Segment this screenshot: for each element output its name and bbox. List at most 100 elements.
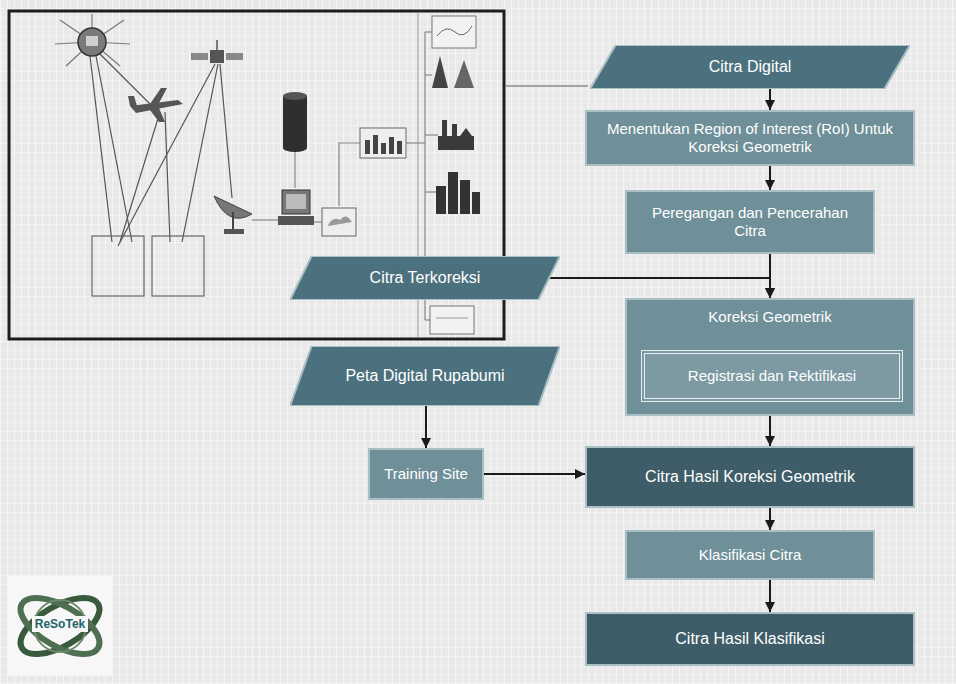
node-text: Training Site <box>384 465 468 483</box>
satellite-icon <box>216 40 218 50</box>
energy-rays <box>220 64 232 198</box>
logo-emblem <box>8 576 112 676</box>
output-icon <box>430 306 474 334</box>
node-text: Registrasi dan Rektifikasi <box>688 367 856 385</box>
factory-icon <box>442 120 447 136</box>
energy-rays <box>165 112 170 242</box>
logo-emblem <box>12 587 108 666</box>
flow-arrow <box>484 473 585 475</box>
node-text: Menentukan Region of Interest (RoI) Untu… <box>597 120 903 156</box>
process-box: Training Site <box>368 448 484 500</box>
link-line <box>505 86 588 87</box>
city-icon <box>436 186 446 214</box>
sun-icon <box>78 28 106 56</box>
output-box: Citra Hasil Klasifikasi <box>585 612 915 666</box>
energy-rays <box>182 64 218 242</box>
factory-icon <box>438 120 474 150</box>
node-text: Citra Digital <box>709 57 792 76</box>
parallelogram-shape <box>290 346 560 406</box>
graph-icon <box>381 143 386 154</box>
computer-icon <box>278 190 314 225</box>
energy-rays <box>96 56 132 242</box>
ground-area <box>92 236 144 296</box>
flow-arrow <box>549 278 770 298</box>
logo-text: ReSoTek <box>16 617 104 631</box>
output-box: Citra Hasil Koreksi Geometrik <box>585 446 915 508</box>
sun-icon <box>55 14 130 66</box>
factory-icon <box>452 124 457 136</box>
flow-arrow <box>769 580 771 612</box>
node-text: Klasifikasi Citra <box>699 546 802 564</box>
graph-icon <box>360 128 406 158</box>
graph-icon <box>360 128 406 158</box>
image-icon <box>328 216 352 226</box>
sun-icon <box>86 36 98 46</box>
node-text: Citra Terkoreksi <box>370 268 481 287</box>
airplane-icon <box>128 96 137 106</box>
database-icon <box>283 96 307 148</box>
database-icon <box>283 92 307 152</box>
factory-icon <box>460 128 472 136</box>
energy-rays <box>118 64 215 246</box>
tree-icon <box>432 56 448 88</box>
input-parallelogram: Citra Terkoreksi <box>290 256 560 300</box>
flow-lines <box>314 221 322 222</box>
flow-arrow <box>769 166 771 190</box>
flow-lines <box>425 319 430 320</box>
link-line <box>505 85 588 87</box>
receiving-dish <box>224 229 244 234</box>
satellite-icon <box>226 53 243 60</box>
input-parallelogram: Peta Digital Rupabumi <box>290 346 560 406</box>
receiving-dish <box>214 196 252 234</box>
airplane-icon <box>150 88 167 104</box>
process-group-box: Registrasi dan Rektifikasi Koreksi Geomet… <box>625 298 915 416</box>
tree-icon <box>454 60 474 88</box>
flow-lines <box>406 142 425 143</box>
city-icon <box>448 172 458 214</box>
flow-lines <box>294 150 295 188</box>
city-icon <box>460 180 470 214</box>
logo-emblem <box>12 587 108 666</box>
node-text: Koreksi Geometrik <box>708 308 831 326</box>
graph-icon <box>365 140 370 154</box>
computer-icon <box>286 194 306 209</box>
database-icon <box>283 144 307 152</box>
map-icon <box>432 16 476 48</box>
computer-icon <box>282 190 310 214</box>
image-icon <box>322 208 356 236</box>
output-icon <box>430 306 474 334</box>
energy-rays <box>90 54 232 246</box>
graph-icon <box>373 135 378 154</box>
database-icon <box>283 92 307 100</box>
parallelogram-shape <box>290 256 560 300</box>
city-icon <box>436 172 480 214</box>
process-box: Menentukan Region of Interest (RoI) Untu… <box>585 110 915 166</box>
sun-icon <box>55 14 130 66</box>
energy-rays <box>120 112 160 242</box>
graph-icon <box>389 137 394 154</box>
satellite-icon <box>191 40 243 63</box>
computer-icon <box>278 216 314 225</box>
image-icon <box>322 208 356 236</box>
flow-arrow <box>425 406 427 448</box>
airplane-icon <box>150 108 165 122</box>
node-text: Peregangan dan Pencerahan Citra <box>637 204 863 240</box>
flow-arrow <box>769 89 771 110</box>
subprocess-box: Registrasi dan Rektifikasi <box>641 350 903 402</box>
flow-arrow <box>769 508 771 530</box>
flow-lines <box>425 74 432 75</box>
flow-lines <box>339 143 360 206</box>
parallelogram-shape <box>590 45 910 89</box>
map-icon <box>437 26 472 36</box>
graph-icon <box>397 141 402 154</box>
flow-lines <box>252 219 280 220</box>
logo-text-patch: ReSoTek <box>32 616 88 632</box>
satellite-icon <box>210 50 224 63</box>
output-icon <box>436 318 468 319</box>
map-icon <box>432 16 476 48</box>
city-icon <box>472 192 480 214</box>
process-box: Klasifikasi Citra <box>625 530 875 580</box>
node-text: Citra Hasil Koreksi Geometrik <box>645 467 855 486</box>
flow-lines <box>425 31 432 32</box>
flow-lines <box>425 191 436 192</box>
